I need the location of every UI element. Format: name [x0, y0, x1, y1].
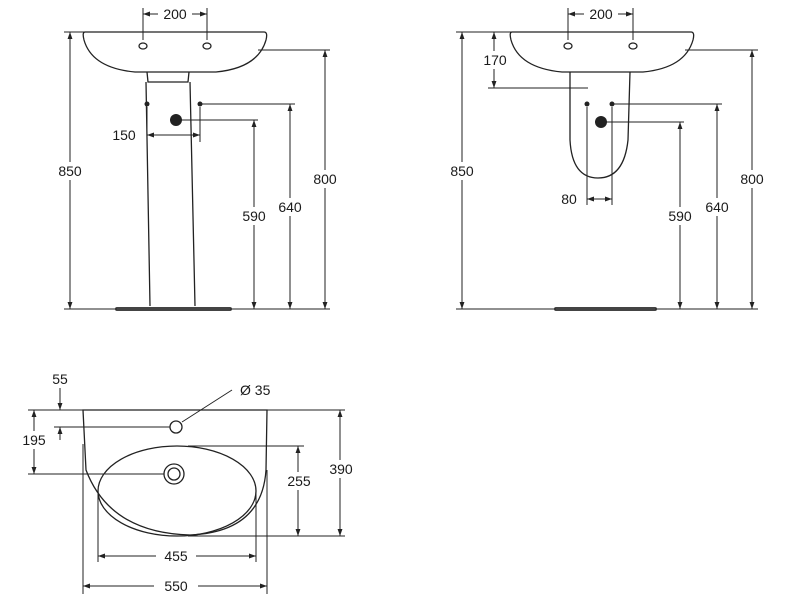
waste-outlet: [163, 463, 185, 485]
tap-hole: [563, 42, 573, 50]
dimension-label: Ø 35: [240, 382, 271, 398]
tap-hole: [169, 420, 183, 434]
dimension-label: 55: [52, 371, 68, 387]
tap-hole: [138, 42, 148, 50]
dimension-label: 590: [242, 208, 266, 224]
bowl-outline: [97, 445, 257, 537]
pedestal-front-view: 200 850 800 640 590 150: [52, 6, 343, 311]
dimension-label: 255: [287, 473, 311, 489]
plan-view: 55 Ø 35 195 255 390 455 550: [14, 371, 360, 595]
tap-hole: [628, 42, 638, 50]
dimension-label: 200: [589, 6, 613, 22]
dimension-label: 850: [450, 163, 474, 179]
dimension-label: 550: [164, 578, 188, 594]
dimension-label: 590: [668, 208, 692, 224]
dimension-label: 800: [313, 171, 337, 187]
pedestal-outline: [145, 81, 196, 307]
leader-line: [181, 389, 233, 423]
basin-outline: [509, 31, 695, 73]
trap-cover: [146, 71, 190, 83]
supply-point: [144, 101, 150, 107]
dimension-label: 850: [58, 163, 82, 179]
supply-point: [584, 101, 590, 107]
waste-outlet-inner: [167, 467, 181, 481]
dimension-label: 800: [740, 171, 764, 187]
semi-pedestal-front-view: 200 170 850 800 640 590 80: [444, 6, 770, 311]
dimension-label: 150: [112, 127, 136, 143]
dimension-label: 640: [278, 199, 302, 215]
dimension-label: 170: [483, 52, 507, 68]
tap-hole: [202, 42, 212, 50]
dimension-label: 640: [705, 199, 729, 215]
basin-outline: [82, 31, 268, 73]
semi-pedestal-outline: [569, 71, 631, 179]
dimension-label: 200: [163, 6, 187, 22]
dimension-label: 80: [561, 191, 577, 207]
dimension-label: 455: [164, 548, 188, 564]
dimension-label: 195: [22, 432, 46, 448]
dimension-label: 390: [329, 461, 353, 477]
